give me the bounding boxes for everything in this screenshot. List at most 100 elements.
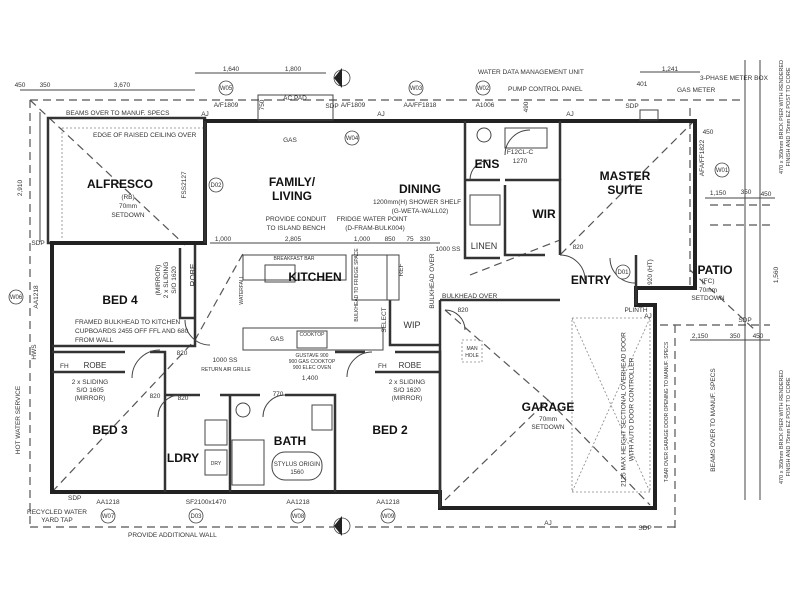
tag-af1809-2: A/F1809 [341,102,366,109]
dim-770: 770 [273,391,284,398]
dim-750: 750 [259,99,266,110]
alfresco-setdown: 70mm [119,203,137,210]
note-shower-shelf-code: (G-WETA-WALL02) [392,208,449,215]
fh-bed3: FH [60,363,69,370]
alfresco-setdown-label: SETDOWN [111,212,145,219]
sink-icon [264,264,296,283]
dim-820-e: 820 [150,393,161,400]
note-ac-pad: AC PAD [283,95,307,102]
note-framed-3: FROM WALL [75,337,114,344]
note-recycled-1: RECYCLED WATER [27,509,87,516]
kitchen-bench [242,327,384,351]
note-manhole-2: HOLE [465,353,479,359]
dim-820-a: 820 [178,395,189,402]
note-beams: BEAMS OVER TO MANUF. SPECS [66,110,170,117]
note-pump: PUMP CONTROL PANEL [508,86,583,93]
note-return-air: RETURN AIR GRILLE [201,367,251,373]
dim-450: 450 [15,82,26,89]
note-pier-1: 470 x 350mm BRICK PIER WITH RENDERED FIN… [779,60,792,174]
cooktop-icon [296,330,328,349]
note-cooktop-3: 900 ELEC OVEN [293,365,332,371]
note-recycled-2: YARD TAP [41,517,72,524]
cab-unit [386,254,400,301]
note-select: SELECT [381,307,388,332]
robe-bed3: ROBE [84,361,107,370]
note-basin: F12CL-C [507,149,534,156]
note-so-bed2: S/O 1620 [393,387,421,394]
note-hot-water: HOT WATER SERVICE [15,385,22,454]
room-dining: DINING [399,182,441,196]
dim-450-c: 450 [753,333,764,340]
room-suite: SUITE [607,183,642,197]
note-sdp-4: SDP [738,317,751,324]
room-labels: ALFRESCO (RB) 70mm SETDOWN FAMILY/ LIVIN… [60,157,732,465]
dim-1560: 1,560 [773,266,780,283]
dim-820-d: 820 [458,307,469,314]
note-meter-box: 3-PHASE METER BOX [700,75,769,82]
tag-aaff1818: AA/FF1818 [404,102,437,109]
note-sdp-3: SDP [68,495,81,502]
note-garage-door: 2125 MAX HEIGHT SECTIONAL OVERHEAD DOOR … [620,332,636,487]
note-additional-wall: PROVIDE ADDITIONAL WALL [128,532,217,539]
note-framed-2: CUPBOARDS 2455 OFF FFL AND 680 [75,328,189,335]
dim-350: 350 [40,82,51,89]
room-living: LIVING [272,189,312,203]
tag-w08: W08 [292,514,305,520]
note-gas-cooktop: GAS [270,336,284,343]
dim-820-b: 820 [177,350,188,357]
tag-a1006: A1006 [476,102,495,109]
dim-850: 850 [385,236,396,243]
note-aj-2: AJ [377,111,385,118]
tag-w09: W09 [382,514,395,520]
dim-3670: 3,670 [114,82,131,89]
manhole-icon [461,339,483,363]
note-fridge-space: BULKHEAD TO FRIDGE SPACE [354,248,360,322]
note-sdp-1: SDP [325,103,338,110]
note-pier-2: 470 x 350mm BRICK PIER WITH RENDERED FIN… [779,370,792,484]
dim-1000-a: 1,000 [215,236,232,243]
room-ens: ENS [475,157,500,171]
tag-afaff1822: AFA/FF1822 [699,139,706,176]
note-so-bed4: S/O 1620 [171,266,178,294]
shower-icon [469,194,501,226]
note-cooktop-1: GUSTAVE 900 [296,353,329,359]
note-aj-4: AJ [644,313,652,320]
note-sliding-bed3: 2 x SLIDING [72,379,108,386]
note-bath-size: 1560 [290,470,304,476]
note-dry: DRY [211,461,222,467]
tag-aa1218-w07: AA1218 [96,499,120,506]
external-walls [50,119,697,510]
note-framed-1: FRAMED BULKHEAD TO KITCHEN [75,319,181,326]
note-sdp-5: SDP [638,525,651,532]
tag-w02: W02 [477,86,490,92]
dim-2805: 2,805 [285,236,302,243]
dim-1800: 1,800 [285,66,302,73]
kitchen-island [242,254,400,351]
note-ref: REF [398,263,405,276]
note-so-bed3: S/O 1605 [76,387,104,394]
dim-1150: 1,150 [710,190,727,197]
patio-code: (FC) [702,278,715,285]
note-plinth: PLINTH [624,307,647,314]
annotations: BEAMS OVER TO MANUF. SPECS EDGE OF RAISE… [15,69,769,539]
dim-1400: 1,400 [302,375,319,382]
note-bulkhead-over: BULKHEAD OVER [442,293,498,300]
tag-w05: W05 [220,86,233,92]
note-cooktop-2: 900 GAS COOKTOP [289,359,336,365]
dimensions: 450 350 3,670 1,640 1,800 2,910 750 490 … [15,66,780,402]
room-bed2: BED 2 [372,423,408,437]
note-fridge-2: (D-FRAM-BULK004) [345,225,405,232]
note-fridge-1: FRIDGE WATER POINT [337,216,408,223]
note-hws: HWS [31,344,38,360]
bathtub-icon [271,451,323,481]
dim-350-b: 350 [741,189,752,196]
dim-490: 490 [523,101,530,112]
robe-bed4: ROBE [189,264,198,287]
dim-401: 401 [637,81,648,88]
note-waterfall-1: WATERFALL [239,275,245,304]
note-bulkhead-over-2: BULKHEAD OVER [429,253,436,309]
note-aj-5: AJ [544,520,552,527]
room-wip: WIP [404,320,421,330]
note-conduit-2: TO ISLAND BENCH [267,225,326,232]
note-mirror-bed3: (MIRROR) [75,395,106,402]
